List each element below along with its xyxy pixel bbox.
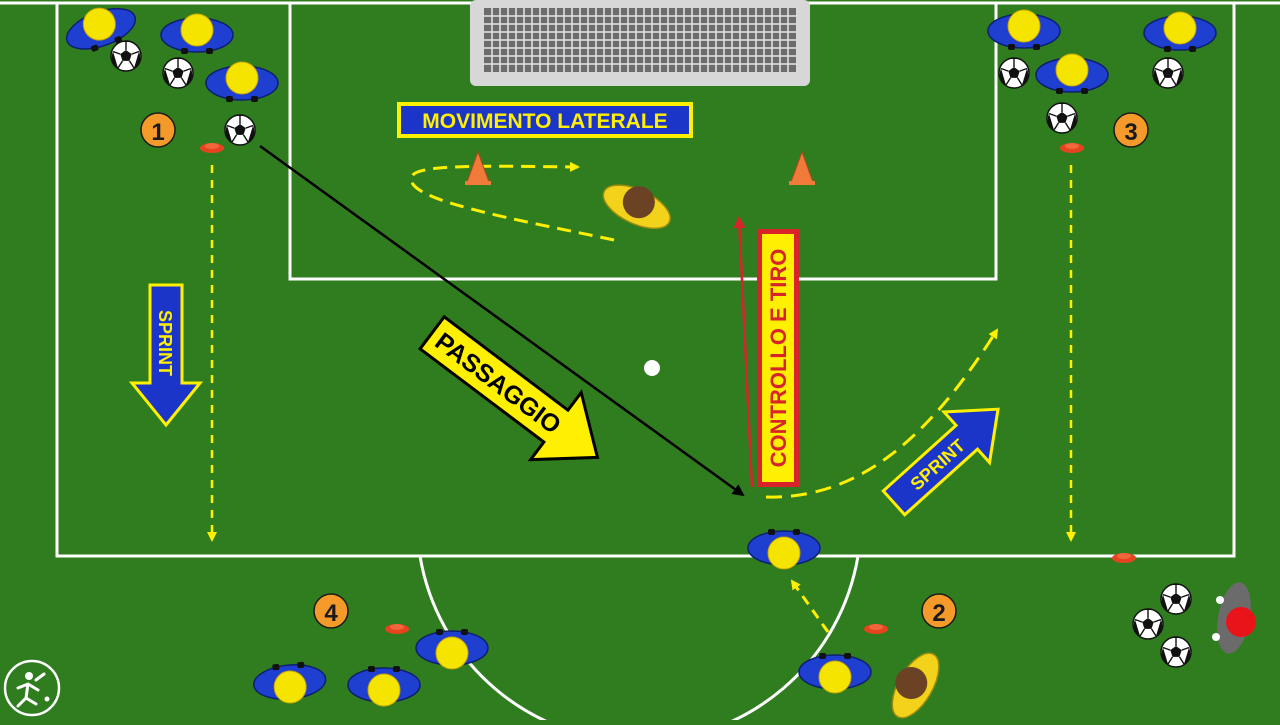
ball-icon — [998, 57, 1030, 89]
disc-cone-icon — [1060, 143, 1084, 153]
sprint-left-arrow: SPRINT — [128, 283, 204, 428]
disc-cone-icon — [200, 143, 224, 153]
logo-icon — [3, 659, 61, 717]
ball-icon — [1152, 57, 1184, 89]
station-badge-2: 2 — [921, 593, 957, 629]
station-badge-4: 4 — [313, 593, 349, 629]
ball-icon — [110, 40, 142, 72]
movimento-label: MOVIMENTO LATERALE — [397, 102, 693, 138]
shot-line — [733, 216, 754, 488]
movimento-text: MOVIMENTO LATERALE — [422, 110, 667, 133]
station-number: 4 — [324, 600, 338, 627]
step-up-path — [790, 579, 830, 633]
ball-icon — [162, 57, 194, 89]
disc-cone-icon — [1112, 553, 1136, 563]
station-number: 3 — [1124, 119, 1137, 146]
ball-icon — [224, 114, 256, 146]
disc-cone-icon — [385, 624, 409, 634]
controllo-label: CONTROLLO E TIRO — [757, 229, 799, 487]
sprint-left-text: SPRINT — [155, 310, 175, 376]
station-number: 2 — [932, 600, 945, 627]
pass-line — [259, 144, 745, 497]
goal — [470, 0, 810, 86]
ball-icon — [1046, 102, 1078, 134]
station-number: 1 — [151, 119, 164, 146]
ball-icon — [1160, 583, 1192, 615]
disc-cone-icon — [864, 624, 888, 634]
controllo-text: CONTROLLO E TIRO — [766, 249, 791, 468]
ball-icon — [1160, 636, 1192, 668]
ball-marker — [644, 360, 660, 376]
curved-run-path — [765, 328, 999, 499]
ball-icon — [1132, 608, 1164, 640]
station-badge-3: 3 — [1113, 112, 1149, 148]
coach-icon — [1212, 582, 1256, 654]
station-badge-1: 1 — [140, 112, 176, 148]
